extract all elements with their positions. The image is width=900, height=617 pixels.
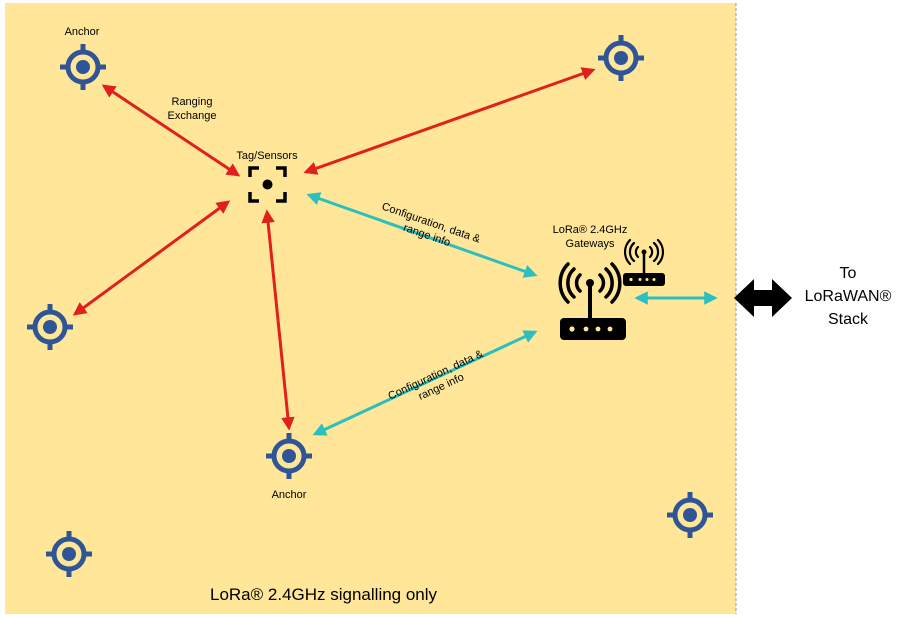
anchor-label-bottom: Anchor <box>272 489 307 501</box>
gateways-label-line2: Gateways <box>566 238 615 250</box>
tag-sensor-icon <box>248 166 287 203</box>
gateway-router-icon-small <box>623 238 665 286</box>
config-arrow-lower <box>312 330 538 436</box>
double-arrow-icon <box>734 279 792 317</box>
ranging-arrow-top-left <box>101 84 241 177</box>
to-stack-line3: Stack <box>828 311 869 328</box>
footer-label: LoRa® 2.4GHz signalling only <box>210 585 438 604</box>
tag-label: Tag/Sensors <box>236 150 298 162</box>
ranging-arrow-left <box>72 200 231 316</box>
gateway-router-icon-large <box>558 262 626 340</box>
anchor-label-top: Anchor <box>65 26 100 38</box>
ranging-label-line1: Ranging <box>172 96 213 108</box>
ranging-label-line2: Exchange <box>168 110 217 122</box>
ranging-arrow-bottom <box>261 209 295 431</box>
to-stack-line1: To <box>840 265 857 282</box>
to-stack-line2: LoRaWAN® <box>805 288 892 305</box>
gateways-label-line1: LoRa® 2.4GHz <box>553 224 628 236</box>
ranging-arrow-top-right <box>303 67 596 175</box>
config-arrow-upper <box>306 192 538 278</box>
